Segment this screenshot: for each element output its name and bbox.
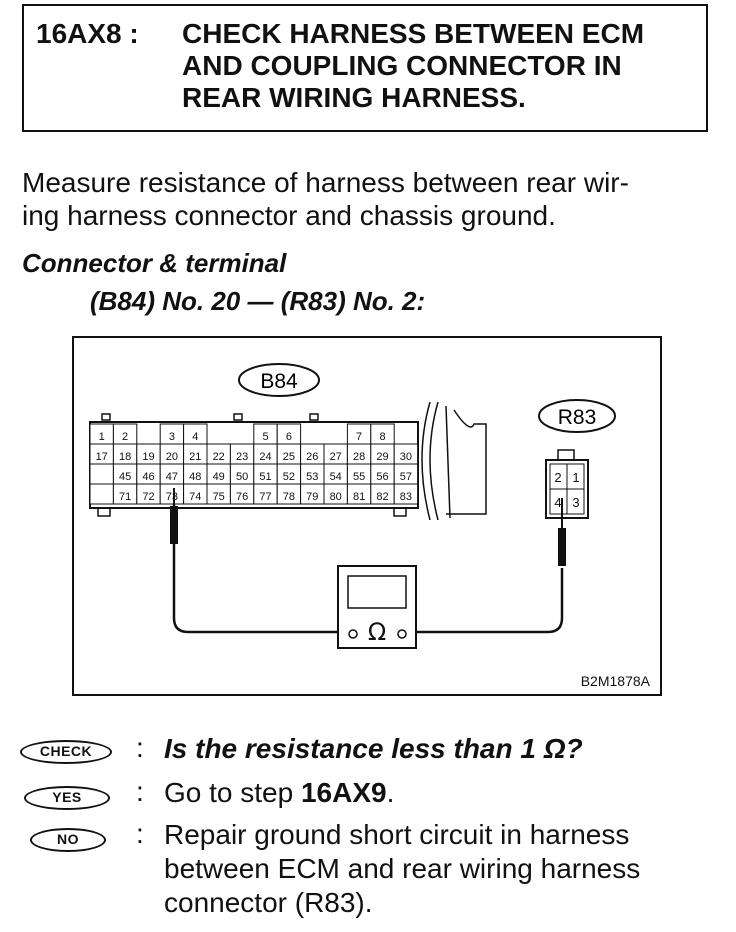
- b84-label-oval: [238, 363, 320, 397]
- r83-pin-3: 3: [572, 495, 579, 510]
- check-badge: CHECK: [20, 740, 112, 764]
- no-badge: NO: [30, 828, 106, 852]
- b84-pin-1: 1: [99, 431, 105, 443]
- b84-pin-78: 78: [283, 491, 295, 503]
- no-colon: :: [136, 818, 144, 849]
- b84-pin-17: 17: [96, 451, 108, 463]
- b84-pin-53: 53: [306, 471, 318, 483]
- test-leads: [172, 504, 564, 634]
- harness-break: [421, 401, 487, 521]
- check-question: Is the resistance less than 1 Ω?: [164, 733, 583, 764]
- check-label: CHECK: [39, 743, 93, 759]
- b84-pin-80: 80: [330, 491, 342, 503]
- b84-pin-blank-2-0-cell: [89, 463, 114, 485]
- b84-pin-77: 77: [259, 491, 271, 503]
- b84-pin-24: 24: [259, 451, 271, 463]
- yes-step-link: 16AX9: [300, 777, 387, 808]
- b84-pin-83-cell: [393, 483, 419, 505]
- b84-pin-6: 6: [286, 431, 292, 443]
- r83-label-oval: [538, 399, 616, 433]
- b84-pin-74: 74: [189, 491, 201, 503]
- b84-pin-79: 79: [306, 491, 318, 503]
- b84-pin-7: 7: [356, 431, 362, 443]
- b84-pin-23: 23: [236, 451, 248, 463]
- b84-pin-3: 3: [169, 431, 175, 443]
- yes-colon: :: [136, 776, 144, 807]
- b84-pin-56: 56: [376, 471, 388, 483]
- b84-pin-25: 25: [283, 451, 295, 463]
- b84-pin-72: 72: [142, 491, 154, 503]
- b84-pin-20: 20: [166, 451, 178, 463]
- instruction-text: Measure resistance of harness between re…: [22, 167, 629, 231]
- b84-pin-55: 55: [353, 471, 365, 483]
- b84-pin-47: 47: [166, 471, 178, 483]
- check-colon: :: [136, 732, 144, 763]
- b84-pin-22: 22: [213, 451, 225, 463]
- ohm-symbol: Ω: [368, 618, 386, 646]
- b84-pin-27: 27: [330, 451, 342, 463]
- step-title: CHECK HARNESS BETWEEN ECM AND COUPLING C…: [182, 18, 645, 113]
- b84-pin-8: 8: [379, 431, 385, 443]
- r83-pin-1: 1: [572, 470, 579, 485]
- b84-pin-52: 52: [283, 471, 295, 483]
- b84-pin-76: 76: [236, 491, 248, 503]
- b84-pin-19: 19: [142, 451, 154, 463]
- figure-code: B2M1878A: [581, 673, 651, 689]
- b84-pin-83: 83: [400, 491, 412, 503]
- b84-pin-73: 73: [166, 491, 178, 503]
- probe-b84: [170, 506, 178, 544]
- b84-pin-28: 28: [353, 451, 365, 463]
- step-id: 16AX8 :: [36, 18, 139, 49]
- b84-pin-54: 54: [330, 471, 342, 483]
- yes-badge: YES: [24, 786, 110, 810]
- b84-label: B84: [260, 370, 298, 393]
- b84-pin-82: 82: [376, 491, 388, 503]
- ohmmeter: Ω: [337, 565, 417, 649]
- connector-terminal-heading: Connector & terminal: [22, 248, 287, 278]
- b84-pin-21: 21: [189, 451, 201, 463]
- b84-pin-57: 57: [400, 471, 412, 483]
- b84-pin-26: 26: [306, 451, 318, 463]
- b84-pin-46: 46: [142, 471, 154, 483]
- connector-terminal-spec: (B84) No. 20 — (R83) No. 2:: [90, 286, 426, 316]
- b84-pin-71: 71: [119, 491, 131, 503]
- r83-pin-2: 2: [554, 470, 561, 485]
- b84-pin-30: 30: [400, 451, 412, 463]
- b84-pin-5: 5: [262, 431, 268, 443]
- no-label: NO: [57, 831, 79, 847]
- yes-suffix: .: [386, 777, 395, 808]
- b84-pin-50: 50: [236, 471, 248, 483]
- yes-prefix: Go to step: [164, 777, 301, 808]
- b84-pin-45: 45: [119, 471, 131, 483]
- yes-label: YES: [52, 789, 82, 805]
- yes-action: Go to step 16AX9.: [164, 776, 394, 810]
- b84-pin-81: 81: [353, 491, 365, 503]
- b84-pin-49: 49: [213, 471, 225, 483]
- no-action: Repair ground short circuit in harness b…: [164, 819, 641, 918]
- b84-pin-29: 29: [376, 451, 388, 463]
- r83-pin-4: 4: [554, 495, 561, 510]
- b84-pin-blank-3-0-cell: [89, 483, 114, 505]
- b84-pin-2: 2: [122, 431, 128, 443]
- b84-pin-51: 51: [259, 471, 271, 483]
- b84-pin-75: 75: [213, 491, 225, 503]
- probe-r83: [558, 528, 566, 566]
- step-header-box: 16AX8 : CHECK HARNESS BETWEEN ECM AND CO…: [22, 4, 708, 132]
- b84-pin-48: 48: [189, 471, 201, 483]
- r83-label: R83: [558, 406, 597, 429]
- b84-pin-18: 18: [119, 451, 131, 463]
- b84-pin-4: 4: [192, 431, 198, 443]
